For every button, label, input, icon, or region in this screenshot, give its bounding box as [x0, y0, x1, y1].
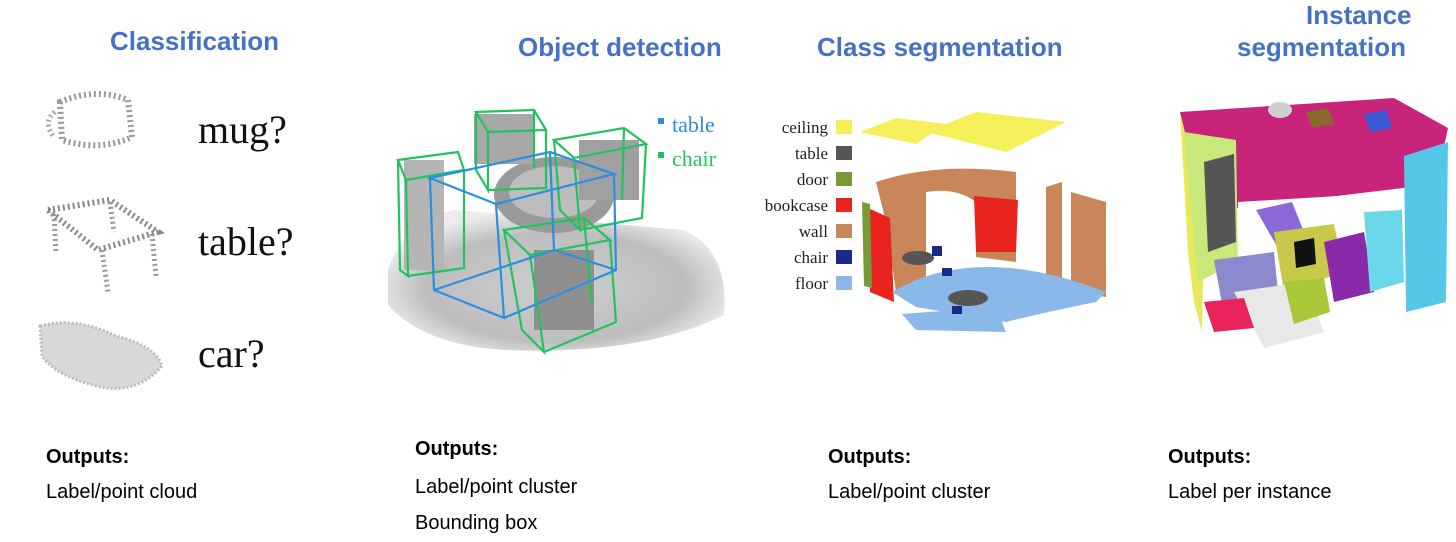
legend-label-table: table [672, 112, 715, 137]
instance-light-2 [1306, 108, 1334, 128]
class-label-mug: mug? [198, 107, 287, 152]
instance-segmentation-heading-line1: Instance [1306, 0, 1412, 30]
chair-region [932, 246, 942, 256]
seg-legend-label-bookcase: bookcase [765, 196, 828, 215]
seg-legend-label-ceiling: ceiling [782, 118, 829, 137]
object-detection-output-1: Label/point cluster [415, 476, 578, 498]
object-detection-heading: Object detection [518, 32, 722, 62]
class-segmentation-scene [860, 112, 1106, 332]
seg-legend-label-chair: chair [794, 248, 828, 267]
seg-legend-label-door: door [797, 170, 829, 189]
class-label-table: table? [198, 219, 294, 264]
instance-segmentation-output-1: Label per instance [1168, 481, 1332, 503]
seg-legend-label-floor: floor [795, 274, 828, 293]
seg-legend-swatch-table [836, 146, 852, 160]
instance-light-3 [1364, 110, 1392, 132]
legend-label-chair: chair [672, 146, 717, 171]
instance-segmentation-scene [1180, 98, 1448, 348]
object-detection-scene [388, 108, 725, 356]
classification-heading: Classification [110, 26, 280, 56]
seg-legend-swatch-ceiling [836, 120, 852, 134]
seg-legend-swatch-bookcase [836, 198, 852, 212]
car-point-cloud [38, 321, 164, 390]
door-region [862, 202, 872, 288]
seg-legend-swatch-wall [836, 224, 852, 238]
instance-segmentation-outputs-title: Outputs: [1168, 446, 1252, 468]
class-segmentation-legend: ceiling table door bookcase wall chair floor [765, 118, 852, 293]
classification-outputs-title: Outputs: [46, 446, 130, 468]
seg-legend-label-table: table [795, 144, 828, 163]
instance-light-1 [1268, 102, 1292, 118]
chair-cloud-1 [474, 114, 534, 164]
class-segmentation-output-1: Label/point cluster [828, 481, 991, 503]
chair-cloud-3 [534, 250, 594, 330]
mug-point-cloud [45, 90, 136, 149]
object-detection-output-2: Bounding box [415, 512, 538, 534]
class-segmentation-outputs-title: Outputs: [828, 446, 912, 468]
seg-legend-swatch-door [836, 172, 852, 186]
ceiling-region [926, 112, 1066, 152]
seg-legend-swatch-chair [836, 250, 852, 264]
chair-cloud-2 [579, 140, 639, 200]
table-region [902, 251, 934, 265]
bookcase-region [868, 208, 894, 302]
floor-region [892, 267, 1106, 322]
instance-segmentation-heading-line2: segmentation [1237, 32, 1407, 62]
class-label-car: car? [198, 331, 265, 376]
object-detection-outputs-title: Outputs: [415, 438, 499, 460]
seg-legend-label-wall: wall [799, 222, 829, 241]
chair-box-1 [474, 108, 548, 194]
seg-legend-swatch-floor [836, 276, 852, 290]
classification-output-1: Label/point cloud [46, 481, 198, 503]
object-detection-legend: table chair [658, 112, 717, 171]
table-point-cloud [40, 196, 165, 293]
table-box [426, 150, 618, 320]
chair-box-4 [501, 216, 618, 356]
class-segmentation-heading: Class segmentation [817, 32, 1063, 62]
instance-wall-right [1404, 142, 1448, 312]
